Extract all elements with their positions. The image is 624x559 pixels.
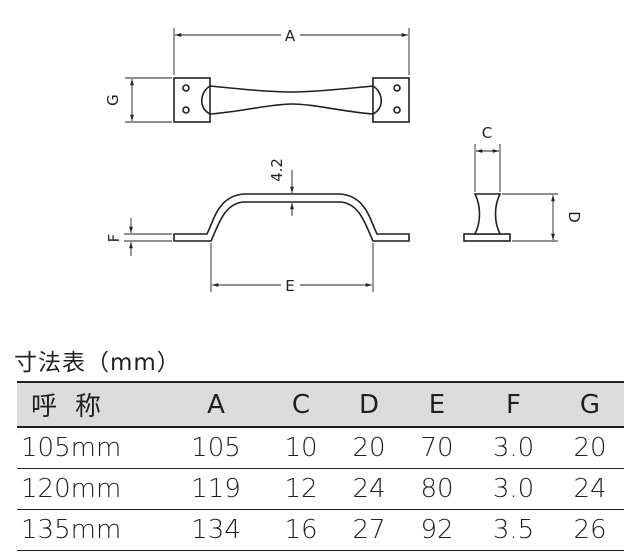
table-row: 135mm 134 16 27 92 3.5 26 <box>17 509 624 551</box>
cell-e: 70 <box>403 427 471 469</box>
cell-d: 20 <box>335 427 403 469</box>
table-caption: 寸法表（mm） <box>14 350 181 376</box>
cell-e: 92 <box>403 509 471 551</box>
cell-nominal: 120mm <box>17 468 165 510</box>
cell-a: 105 <box>165 427 267 469</box>
header-a: A <box>165 381 267 428</box>
header-e: E <box>403 381 471 428</box>
cell-a: 119 <box>165 468 267 510</box>
header-f: F <box>471 381 556 428</box>
table-row: 120mm 119 12 24 80 3.0 24 <box>17 468 624 510</box>
cell-d: 27 <box>335 509 403 551</box>
header-g: G <box>555 381 624 428</box>
label-g: G <box>104 94 122 106</box>
cell-g: 20 <box>555 427 624 469</box>
cell-c: 12 <box>267 468 335 510</box>
cell-f: 3.5 <box>471 509 556 551</box>
cell-a: 134 <box>165 509 267 551</box>
cell-f: 3.0 <box>471 427 556 469</box>
header-d: D <box>335 381 403 428</box>
cell-g: 26 <box>555 509 624 551</box>
table-header-row: 呼称 A C D E F G <box>17 381 624 428</box>
dimension-table: 呼称 A C D E F G 105mm 105 10 20 70 3.0 20… <box>17 381 624 551</box>
cell-d: 24 <box>335 468 403 510</box>
label-thickness: 4.2 <box>268 158 286 182</box>
table-row: 105mm 105 10 20 70 3.0 20 <box>17 427 624 469</box>
label-a: A <box>285 27 296 45</box>
technical-drawing: A G 4.2 F E C <box>104 27 583 295</box>
header-c: C <box>267 381 335 428</box>
dimension-e <box>210 243 374 292</box>
handle-side-view <box>173 193 410 242</box>
cell-e: 80 <box>403 468 471 510</box>
cell-c: 10 <box>267 427 335 469</box>
label-e: E <box>285 277 294 295</box>
cell-nominal: 105mm <box>17 427 165 469</box>
cell-g: 24 <box>555 468 624 510</box>
cell-c: 16 <box>267 509 335 551</box>
dimension-c <box>474 144 501 192</box>
cell-nominal: 135mm <box>17 509 165 551</box>
label-d: D <box>565 211 583 223</box>
header-nominal: 呼称 <box>17 381 165 428</box>
label-c: C <box>482 124 492 142</box>
handle-end-view <box>463 193 511 242</box>
dimension-g <box>125 77 172 123</box>
dimension-d <box>502 193 558 242</box>
dimension-f <box>124 218 172 256</box>
dimension-a <box>173 28 410 75</box>
label-f: F <box>105 234 123 243</box>
handle-top-view <box>173 77 410 123</box>
cell-f: 3.0 <box>471 468 556 510</box>
